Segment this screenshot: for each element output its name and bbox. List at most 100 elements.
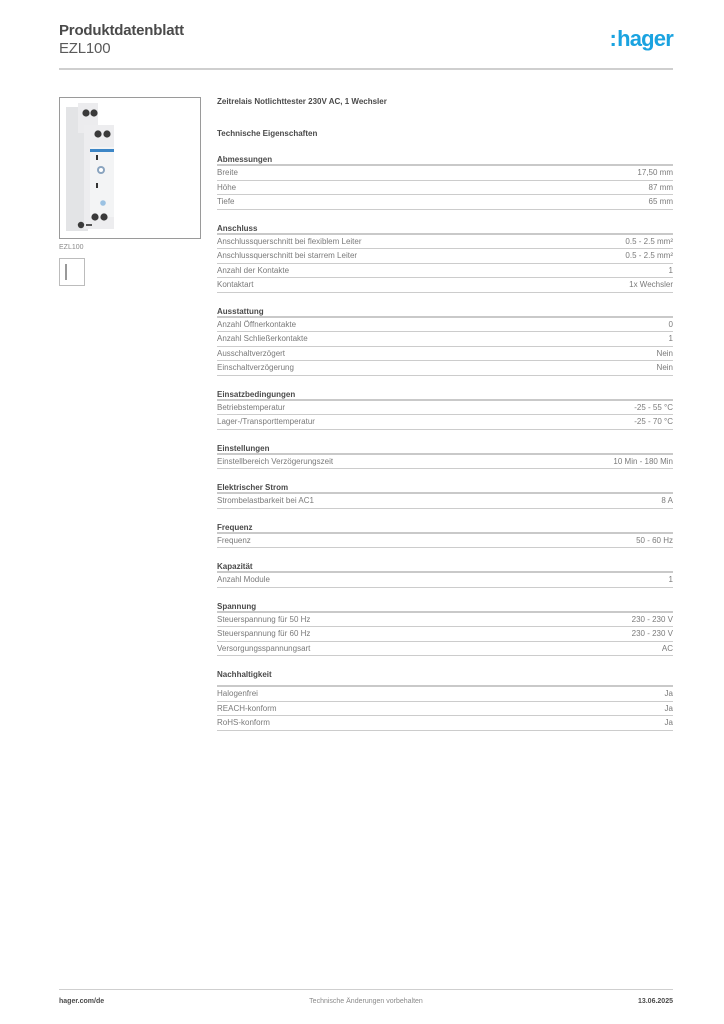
header-divider [59,68,673,70]
spec-group-ausstattung: Ausstattung Anzahl Öffnerkontakte 0 Anzah… [217,306,673,376]
group-title: Einstellungen [217,443,673,455]
footer-notice: Technische Änderungen vorbehalten [309,998,423,1005]
spec-group-einstellungen: Einstellungen Einstellbereich Verzögerun… [217,443,673,469]
spec-row: Höhe 87 mm [217,181,673,195]
spec-value: 8 A [661,496,673,505]
spec-value: 0 [668,319,673,329]
spec-label: Steuerspannung für 60 Hz [217,629,311,638]
spec-value: Nein [656,348,673,358]
footer-divider [59,989,673,990]
spec-label: Tiefe [217,197,235,206]
group-title: Nachhaltigkeit [217,669,673,687]
spec-label: Betriebstemperatur [217,402,286,412]
spec-label: Lager-/Transporttemperatur [217,417,315,426]
group-title: Ausstattung [217,306,673,318]
spec-label: Anschlussquerschnitt bei starrem Leiter [217,251,358,260]
spec-value: 10 Min - 180 Min [613,456,673,466]
spec-row: Halogenfrei Ja [217,687,673,702]
spec-label: Steuerspannung für 50 Hz [217,614,311,624]
spec-row: Anzahl der Kontakte 1 [217,264,673,278]
spec-value: 230 - 230 V [631,614,673,624]
spec-value: Ja [664,718,673,727]
footer-website-link[interactable]: hager.com/de [59,998,105,1005]
spec-row: Versorgungsspannungsart AC [217,642,673,656]
spec-row: Tiefe 65 mm [217,195,673,210]
logo-colon: : [609,26,617,51]
spec-group-kapazitaet: Kapazität Anzahl Module 1 [217,561,673,588]
footer-date: 13.06.2025 [637,998,673,1005]
spec-value: 65 mm [648,197,673,206]
spec-value: 230 - 230 V [631,629,673,638]
hager-logo: :hager [609,26,674,52]
spec-row: Anzahl Module 1 [217,573,673,588]
spec-value: AC [661,643,673,653]
spec-group-frequenz: Frequenz Frequenz 50 - 60 Hz [217,522,673,548]
product-specs: Zeitrelais Notlichttester 230V AC, 1 Wec… [217,97,673,731]
spec-row: Anzahl Öffnerkontakte 0 [217,318,673,332]
spec-value: 0.5 - 2.5 mm² [625,236,673,246]
spec-row: Anzahl Schließerkontakte 1 [217,332,673,347]
spec-label: Anzahl der Kontakte [217,265,290,275]
spec-value: 1x Wechsler [629,280,673,289]
spec-label: REACH-konform [217,703,277,713]
spec-row: Ausschaltverzögert Nein [217,347,673,361]
spec-label: Versorgungsspannungsart [217,643,311,653]
group-title: Spannung [217,601,673,613]
spec-value: Ja [664,703,673,713]
product-media-panel: EZL100 [59,97,201,286]
spec-label: Einstellbereich Verzögerungszeit [217,456,334,466]
spec-row: Lager-/Transporttemperatur -25 - 70 °C [217,415,673,430]
spec-value: Nein [656,363,673,372]
relay-device-illustration [66,103,114,231]
spec-group-elektrischer-strom: Elektrischer Strom Strombelastbarkeit be… [217,482,673,509]
spec-row: Betriebstemperatur -25 - 55 °C [217,401,673,415]
label-thumbnail [59,258,85,286]
spec-value: 1 [668,334,673,343]
spec-value: 17,50 mm [637,168,673,177]
spec-group-anschluss: Anschluss Anschlussquerschnitt bei flexi… [217,223,673,293]
spec-label: Strombelastbarkeit bei AC1 [217,496,314,505]
image-caption: EZL100 [59,244,84,251]
label-thumbnail-mark [65,264,67,280]
spec-value: 50 - 60 Hz [636,535,673,545]
spec-row: Steuerspannung für 60 Hz 230 - 230 V [217,627,673,642]
group-title: Abmessungen [217,154,673,166]
spec-row: RoHS-konform Ja [217,716,673,731]
spec-label: Anzahl Öffnerkontakte [217,319,297,329]
spec-group-einsatzbedingungen: Einsatzbedingungen Betriebstemperatur -25… [217,389,673,430]
spec-value: -25 - 70 °C [634,417,673,426]
spec-label: Anzahl Module [217,575,270,584]
spec-value: -25 - 55 °C [634,402,673,412]
group-title: Anschluss [217,223,673,235]
spec-label: RoHS-konform [217,718,270,727]
spec-label: Höhe [217,182,237,192]
spec-row: Einschaltverzögerung Nein [217,361,673,376]
spec-label: Einschaltverzögerung [217,363,294,372]
spec-row: REACH-konform Ja [217,702,673,716]
spec-value: 1 [668,265,673,275]
product-code: EZL100 [59,40,111,57]
page-title: Produktdatenblatt [59,22,184,39]
spec-value: Ja [664,689,673,698]
spec-row: Anschlussquerschnitt bei flexiblem Leite… [217,235,673,249]
spec-label: Halogenfrei [217,689,258,698]
spec-group-spannung: Spannung Steuerspannung für 50 Hz 230 - 2… [217,601,673,656]
spec-row: Frequenz 50 - 60 Hz [217,534,673,548]
spec-label: Anzahl Schließerkontakte [217,334,308,343]
spec-label: Breite [217,168,238,177]
product-description: Zeitrelais Notlichttester 230V AC, 1 Wec… [217,97,387,106]
group-title: Kapazität [217,561,673,573]
section-title: Technische Eigenschaften [217,129,318,138]
spec-label: Ausschaltverzögert [217,348,286,358]
spec-row: Anschlussquerschnitt bei starrem Leiter 0… [217,249,673,264]
spec-label: Frequenz [217,535,251,545]
product-image [59,97,201,239]
spec-row: Einstellbereich Verzögerungszeit 10 Min -… [217,455,673,469]
spec-value: 0.5 - 2.5 mm² [625,251,673,260]
spec-value: 1 [668,575,673,584]
group-title: Elektrischer Strom [217,482,673,494]
spec-value: 87 mm [648,182,673,192]
spec-group-abmessungen: Abmessungen Breite 17,50 mm Höhe 87 mm Tie… [217,154,673,210]
group-title: Einsatzbedingungen [217,389,673,401]
